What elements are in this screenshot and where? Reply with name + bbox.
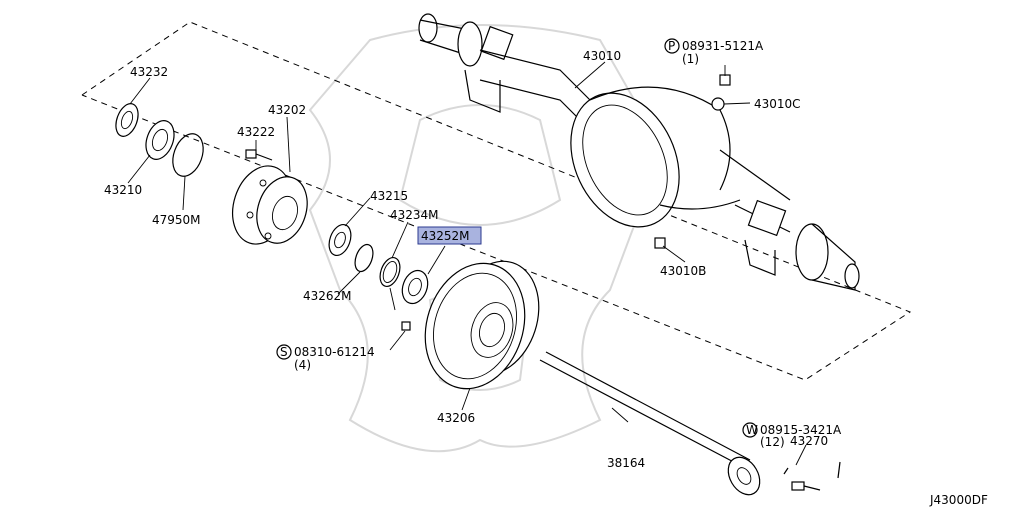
highlight-43252M bbox=[417, 226, 482, 245]
label-43010C[interactable]: 43010C bbox=[754, 97, 801, 111]
fastener-number: 08915-3421A bbox=[760, 423, 842, 437]
label-47950M[interactable]: 47950M bbox=[152, 213, 201, 227]
fastener-qty: (1) bbox=[682, 52, 699, 66]
label-43010[interactable]: 43010 bbox=[583, 49, 621, 63]
screw-08310[interactable] bbox=[401, 321, 411, 331]
label-43262M[interactable]: 43262M bbox=[303, 289, 352, 303]
fastener-08915-3421A[interactable]: W 08915-3421A (12) bbox=[742, 422, 842, 449]
lock-washer-43234M[interactable] bbox=[376, 255, 403, 289]
axle-hub-43202[interactable] bbox=[223, 158, 315, 251]
label-43232[interactable]: 43232 bbox=[130, 65, 168, 79]
brake-drum-43206[interactable] bbox=[410, 250, 553, 402]
snap-ring-47950M[interactable] bbox=[167, 130, 208, 181]
axle-housing-43010[interactable] bbox=[418, 13, 860, 291]
fastener-08931-5121A[interactable]: P 08931-5121A (1) bbox=[664, 38, 764, 66]
bearing-43210[interactable] bbox=[141, 117, 179, 163]
fastener-qty: (12) bbox=[760, 435, 785, 449]
oil-seal-43232[interactable] bbox=[112, 101, 142, 140]
fastener-number: 08310-61214 bbox=[294, 345, 375, 359]
fastener-prefix: P bbox=[668, 39, 675, 53]
label-43206[interactable]: 43206 bbox=[437, 411, 475, 425]
label-43252M[interactable]: 43252M bbox=[421, 229, 470, 243]
axle-shaft-38164[interactable] bbox=[539, 351, 766, 500]
label-38164[interactable]: 38164 bbox=[607, 456, 645, 470]
label-43222[interactable]: 43222 bbox=[237, 125, 275, 139]
label-43202[interactable]: 43202 bbox=[268, 103, 306, 117]
label-43234M[interactable]: 43234M bbox=[390, 208, 439, 222]
exploded-frame bbox=[81, 21, 912, 381]
lock-nut-43252M[interactable] bbox=[398, 267, 432, 307]
spacer-43262M[interactable] bbox=[352, 242, 377, 274]
label-43210[interactable]: 43210 bbox=[104, 183, 142, 197]
label-43270[interactable]: 43270 bbox=[790, 434, 828, 448]
bolt-43222[interactable] bbox=[245, 149, 273, 161]
part-labels: 43232 43210 47950M 43222 43202 43215 432… bbox=[104, 49, 828, 470]
bearing-43215[interactable] bbox=[325, 222, 355, 259]
fastener-prefix: W bbox=[746, 423, 758, 437]
diagram-code: J43000DF bbox=[929, 493, 988, 507]
label-43010B[interactable]: 43010B bbox=[660, 264, 706, 278]
fastener-prefix: S bbox=[280, 345, 288, 359]
fastener-qty: (4) bbox=[294, 358, 311, 372]
fastener-number: 08931-5121A bbox=[682, 39, 764, 53]
leader-lines bbox=[127, 61, 807, 466]
bolt-43270[interactable] bbox=[783, 461, 841, 491]
label-43215[interactable]: 43215 bbox=[370, 189, 408, 203]
fastener-08310-61214[interactable]: S 08310-61214 (4) bbox=[276, 344, 375, 372]
